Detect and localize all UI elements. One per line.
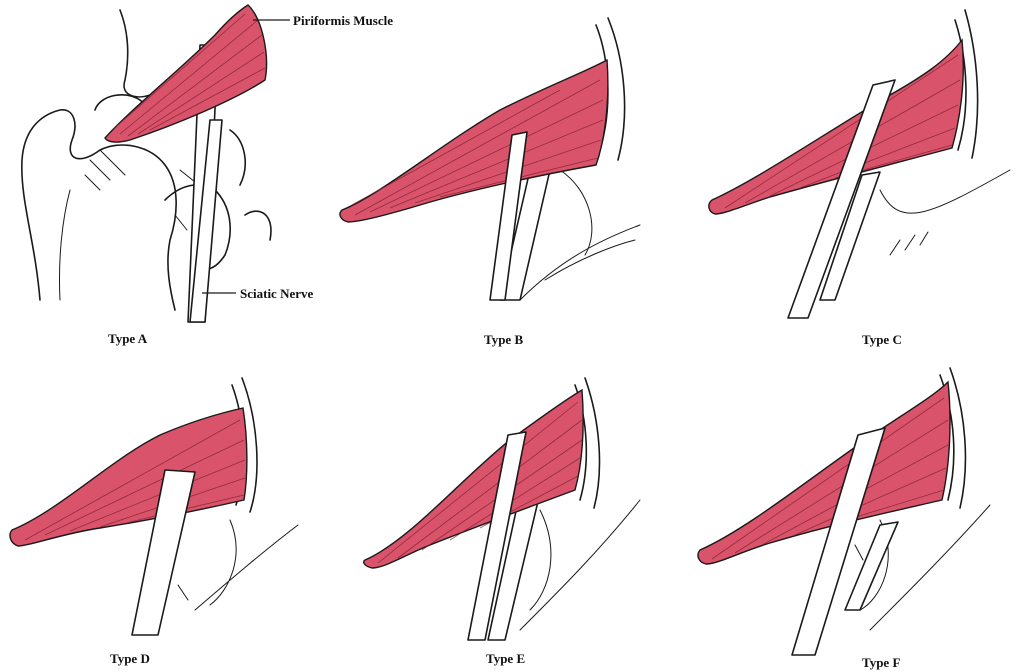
caption-type-f: Type F	[862, 655, 900, 670]
muscle-fibers-d	[24, 419, 246, 541]
trochanter-outline	[164, 184, 231, 270]
caption-type-d: Type D	[110, 651, 150, 666]
sciatic-nerve-f	[791, 427, 886, 656]
femur-bone	[21, 109, 177, 311]
sciatic-nerve-f-branch	[844, 521, 899, 611]
structure-lines-b	[519, 169, 641, 301]
piriformis-muscle-b	[339, 58, 609, 223]
caption-type-b: Type B	[484, 332, 523, 347]
panel-type-f: Type F	[697, 367, 991, 670]
caption-type-c: Type C	[862, 332, 902, 347]
caption-type-e: Type E	[486, 651, 525, 666]
sciatic-nerve-a-lower	[189, 119, 223, 323]
piriformis-muscle-f	[697, 380, 951, 565]
structure-lines-d	[177, 519, 299, 611]
panel-type-d: Type D	[9, 377, 299, 666]
sciatic-nerve-c-branch	[819, 171, 881, 301]
panel-type-a: Piriformis Muscle Sciatic Nerve Type A	[21, 4, 393, 346]
pelvis-outline	[119, 9, 151, 98]
hatching-a	[84, 149, 196, 231]
sciatic-nerve-e-upper	[467, 431, 527, 641]
piriformis-muscle-a	[104, 4, 268, 143]
piriformis-muscle-e	[363, 388, 584, 569]
sciatic-nerve-c	[787, 79, 896, 319]
bone-outline-c	[954, 9, 979, 159]
piriformis-muscle-c	[708, 38, 964, 215]
structure-lines-c	[879, 169, 1011, 256]
femur-shaft-line	[58, 189, 71, 301]
sciatic-nerve-d	[131, 469, 196, 636]
piriformis-muscle-d	[9, 407, 248, 547]
panel-type-b: Type B	[339, 17, 641, 347]
sciatic-nerve-b-branch	[489, 131, 528, 301]
muscle-fibers-a	[111, 13, 266, 137]
ischium-outline	[229, 129, 272, 241]
caption-type-a: Type A	[108, 331, 148, 346]
panel-type-e: Type E	[363, 377, 641, 666]
label-piriformis-muscle: Piriformis Muscle	[293, 13, 393, 28]
label-sciatic-nerve: Sciatic Nerve	[240, 286, 314, 301]
panel-type-c: Type C	[708, 9, 1011, 347]
